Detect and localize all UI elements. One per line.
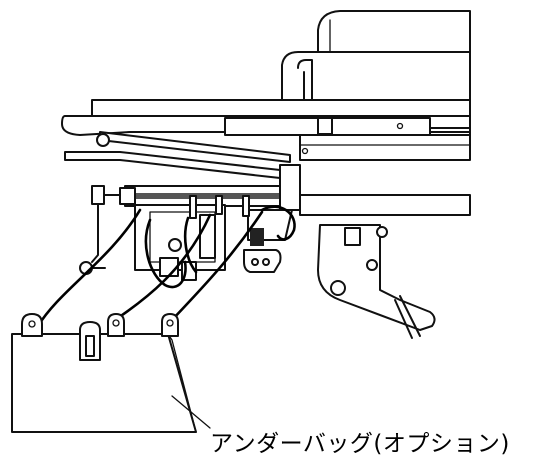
control-box-assembly — [134, 204, 226, 281]
rod-straps — [189, 195, 250, 219]
callout-leader-line — [171, 395, 211, 429]
under-bag-callout-label: アンダーバッグ(オプション) — [210, 431, 510, 457]
mounting-rod — [119, 164, 301, 211]
hanging-plug-unit — [243, 209, 293, 273]
frame-lever-arm — [64, 131, 291, 179]
bed-frame-deck — [61, 99, 471, 161]
under-bag — [11, 313, 197, 433]
cables — [36, 205, 296, 328]
lower-chassis — [299, 194, 471, 339]
